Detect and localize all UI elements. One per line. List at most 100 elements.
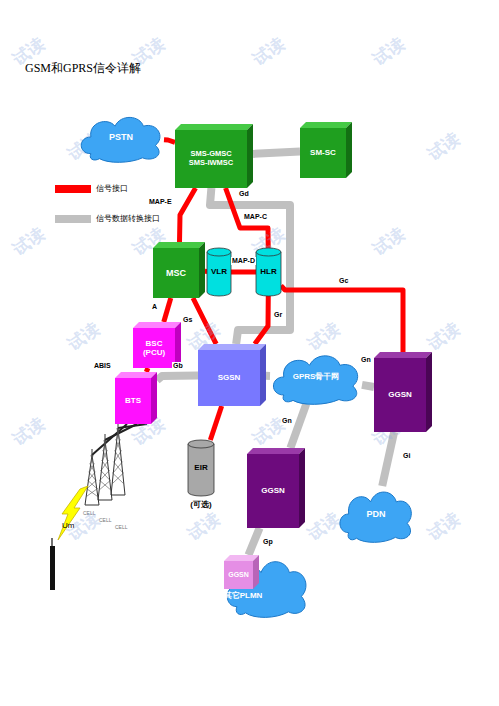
node-body: MSC [153, 242, 205, 298]
node-body: SMS-GMSCSMS-IWMSC [175, 124, 253, 188]
node-box: SGSN [198, 344, 266, 406]
box-front [198, 350, 260, 406]
data-link [266, 372, 270, 380]
signal-link [226, 188, 269, 248]
interface-label: Gs [182, 316, 193, 324]
node-note: (可选) [190, 499, 211, 510]
cell-tower [85, 449, 99, 505]
signal-link [210, 406, 221, 440]
interface-label: Gd [238, 190, 250, 198]
cylinder-body [188, 444, 214, 496]
network-cloud: PDN [337, 486, 415, 542]
signal-link [164, 140, 175, 143]
node-label: HLR [260, 267, 276, 276]
box-side [247, 124, 253, 188]
node-label: SGSN [218, 373, 241, 382]
box-side [253, 555, 259, 589]
switch-box: SMS-GMSCSMS-IWMSC [175, 124, 253, 188]
watermark: 试读 [368, 222, 409, 260]
center-box: SM-SC [300, 122, 352, 178]
box-front [153, 248, 199, 298]
data-link [157, 375, 198, 380]
legend-text: 信号接口 [96, 184, 128, 194]
node-body: EIR [188, 440, 214, 496]
node-label: GPRS骨干网 [293, 372, 340, 381]
box-side [426, 352, 432, 432]
node-label: PDN [366, 509, 385, 519]
box-front [300, 128, 346, 178]
network-cloud: GGSN其它PLMN [200, 565, 286, 627]
legend-swatch [55, 185, 91, 193]
title: GSM和GPRS信令详解 [25, 60, 141, 77]
box-front [247, 454, 299, 528]
cloud-outline [273, 356, 357, 405]
box-top [133, 322, 181, 328]
node-body: GPRS骨干网 [270, 350, 362, 404]
node-body: HLR [256, 248, 281, 296]
interface-label: MAP-D [231, 257, 256, 265]
box-front [374, 358, 426, 432]
database-cylinder: VLR [207, 248, 231, 296]
watermark: 试读 [368, 32, 409, 70]
interface-label: Gi [402, 452, 411, 460]
gateway-box: GGSN [374, 352, 432, 432]
node-body: PDN [337, 486, 415, 542]
signal-link [146, 368, 148, 372]
watermark: 试读 [423, 127, 464, 165]
interface-label: MAP-C [243, 213, 268, 221]
box-top [247, 448, 305, 454]
node-body: 其它PLMN [200, 565, 286, 627]
box-side [260, 344, 266, 406]
watermark: 试读 [183, 507, 224, 545]
watermark: 试读 [303, 317, 344, 355]
data-link [362, 385, 374, 387]
signal-link [164, 298, 171, 322]
box-side [151, 372, 157, 424]
interface-label: Gc [338, 277, 349, 285]
node-body: GGSN [374, 352, 432, 432]
box-front [115, 378, 151, 424]
cell-tower [98, 434, 112, 500]
cylinder-body [256, 252, 281, 296]
cloud-outline [340, 492, 411, 542]
box-front [175, 130, 247, 188]
box-top [300, 122, 352, 128]
box-top [175, 124, 253, 130]
node-label: GGSN [228, 571, 249, 579]
node-label: MSC [166, 268, 186, 278]
phone [50, 546, 55, 590]
interface-label: Gb [172, 362, 184, 370]
interface-label: Gr [273, 311, 283, 319]
signal-link [231, 270, 256, 275]
tower-feed [118, 424, 147, 428]
switch-box: MSC [153, 242, 205, 298]
node-label: SMS-IWMSC [189, 159, 234, 168]
node-label: BTS [125, 396, 141, 405]
watermark: 试读 [248, 32, 289, 70]
signal-link [180, 188, 196, 242]
cloud-outline [81, 117, 160, 162]
node-body: BTS [115, 372, 157, 424]
signal-link [193, 298, 216, 344]
data-link [248, 528, 259, 555]
watermark: 试读 [423, 317, 464, 355]
watermark: 试读 [8, 222, 49, 260]
box-side [299, 448, 305, 528]
network-cloud: GPRS骨干网 [270, 350, 362, 404]
network-cloud: PSTN [78, 112, 164, 162]
box-top [115, 372, 157, 378]
node-body: VLR [207, 248, 231, 296]
station-box: BTS [115, 372, 157, 424]
database-cylinder: HLR [256, 248, 281, 296]
box-top [198, 344, 266, 350]
node-label: GGSN [388, 390, 412, 399]
node-label: BSC (PCU) [137, 339, 171, 357]
node-body: GGSN [224, 555, 259, 589]
interface-label: Gn [281, 417, 293, 425]
cylinder-top [188, 440, 214, 448]
data-link [253, 151, 300, 154]
watermark: 试读 [8, 412, 49, 450]
node-body: SGSN [198, 344, 266, 406]
box-side [199, 242, 205, 298]
